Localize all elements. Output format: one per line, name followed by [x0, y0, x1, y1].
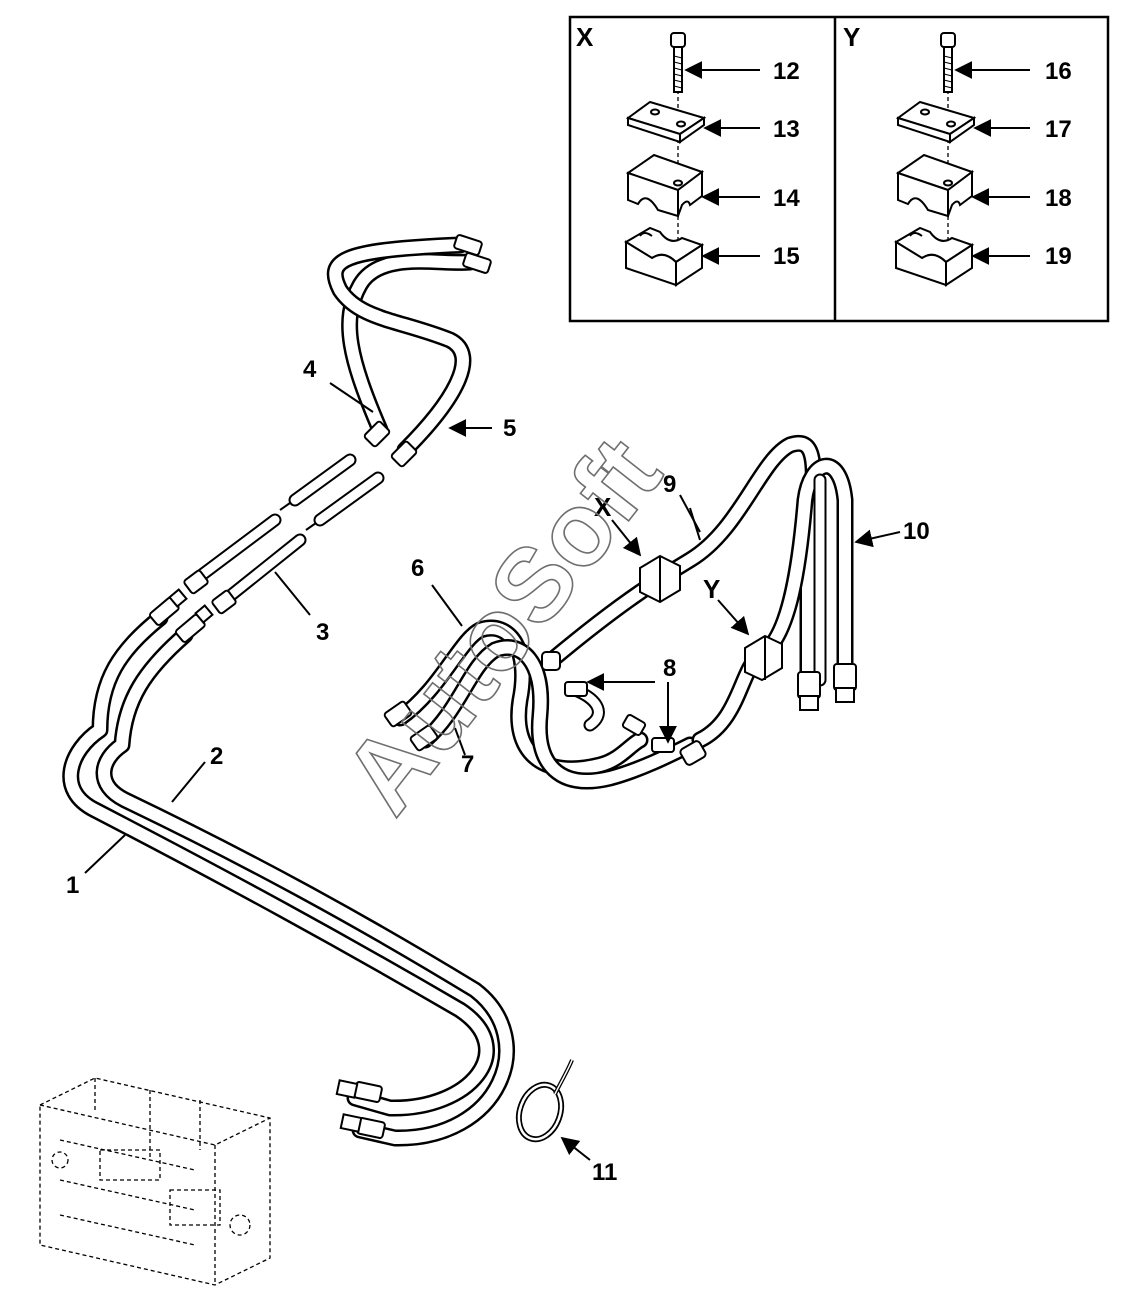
- callout-18: 18: [1045, 185, 1072, 212]
- cover-plate-icon: [895, 100, 977, 144]
- leader-lines: [84, 382, 901, 1161]
- callout-17: 17: [1045, 116, 1072, 143]
- clamp-y-label: Y: [703, 574, 720, 604]
- fitting-icon: [383, 700, 439, 752]
- upper-clamp-half-icon: [895, 153, 975, 218]
- pipe-3: [183, 453, 385, 615]
- callout-4: 4: [303, 356, 317, 383]
- callout-15: 15: [773, 243, 800, 270]
- panel-x-parts: 12 13 14 15: [624, 32, 800, 287]
- panel-y-parts: 16 17 18 19: [894, 32, 1072, 287]
- lower-clamp-half-icon: [894, 226, 975, 287]
- upper-clamp-half-icon: [625, 153, 705, 218]
- callout-5: 5: [503, 415, 516, 442]
- callout-10: 10: [903, 518, 930, 545]
- callout-14: 14: [773, 185, 800, 212]
- clamp-x-icon: [639, 554, 681, 604]
- callout-9: 9: [663, 471, 676, 498]
- clamp-detail-inset: X Y: [568, 15, 1110, 323]
- lower-clamp-half-icon: [624, 226, 705, 287]
- hoses-4-and-5: [326, 234, 492, 468]
- callout-11: 11: [592, 1159, 617, 1186]
- callout-8: 8: [663, 655, 676, 682]
- clamp-y-icon: [744, 634, 783, 682]
- callout-1: 1: [66, 872, 79, 899]
- callout-3: 3: [316, 619, 329, 646]
- callout-12: 12: [773, 58, 800, 85]
- callout-7: 7: [461, 751, 474, 778]
- fitting-icon: [149, 588, 214, 643]
- callout-2: 2: [210, 743, 223, 770]
- panel-x-label: X: [576, 22, 594, 52]
- bolt-icon: [940, 32, 956, 93]
- fitting-icon: [797, 663, 857, 711]
- clamp-x-label: X: [594, 492, 612, 522]
- callout-labels: 1 2 3 4 5 6 7 8 9 10 11 X Y: [66, 356, 930, 1186]
- pipes-6-to-10: [383, 434, 857, 790]
- panel-y-label: Y: [843, 22, 860, 52]
- callout-13: 13: [773, 116, 800, 143]
- valve-block-outline: [39, 1077, 271, 1286]
- pipe-1-and-2: [62, 588, 515, 1147]
- cover-plate-icon: [625, 100, 707, 144]
- hose-clamp-ring-icon: [515, 1059, 574, 1143]
- fitting-icon: [335, 1079, 386, 1139]
- fitting-icon: [363, 234, 492, 468]
- bolt-icon: [670, 32, 686, 93]
- callout-16: 16: [1045, 58, 1072, 85]
- callout-19: 19: [1045, 243, 1072, 270]
- callout-6: 6: [411, 555, 424, 582]
- fitting-icon: [541, 651, 707, 766]
